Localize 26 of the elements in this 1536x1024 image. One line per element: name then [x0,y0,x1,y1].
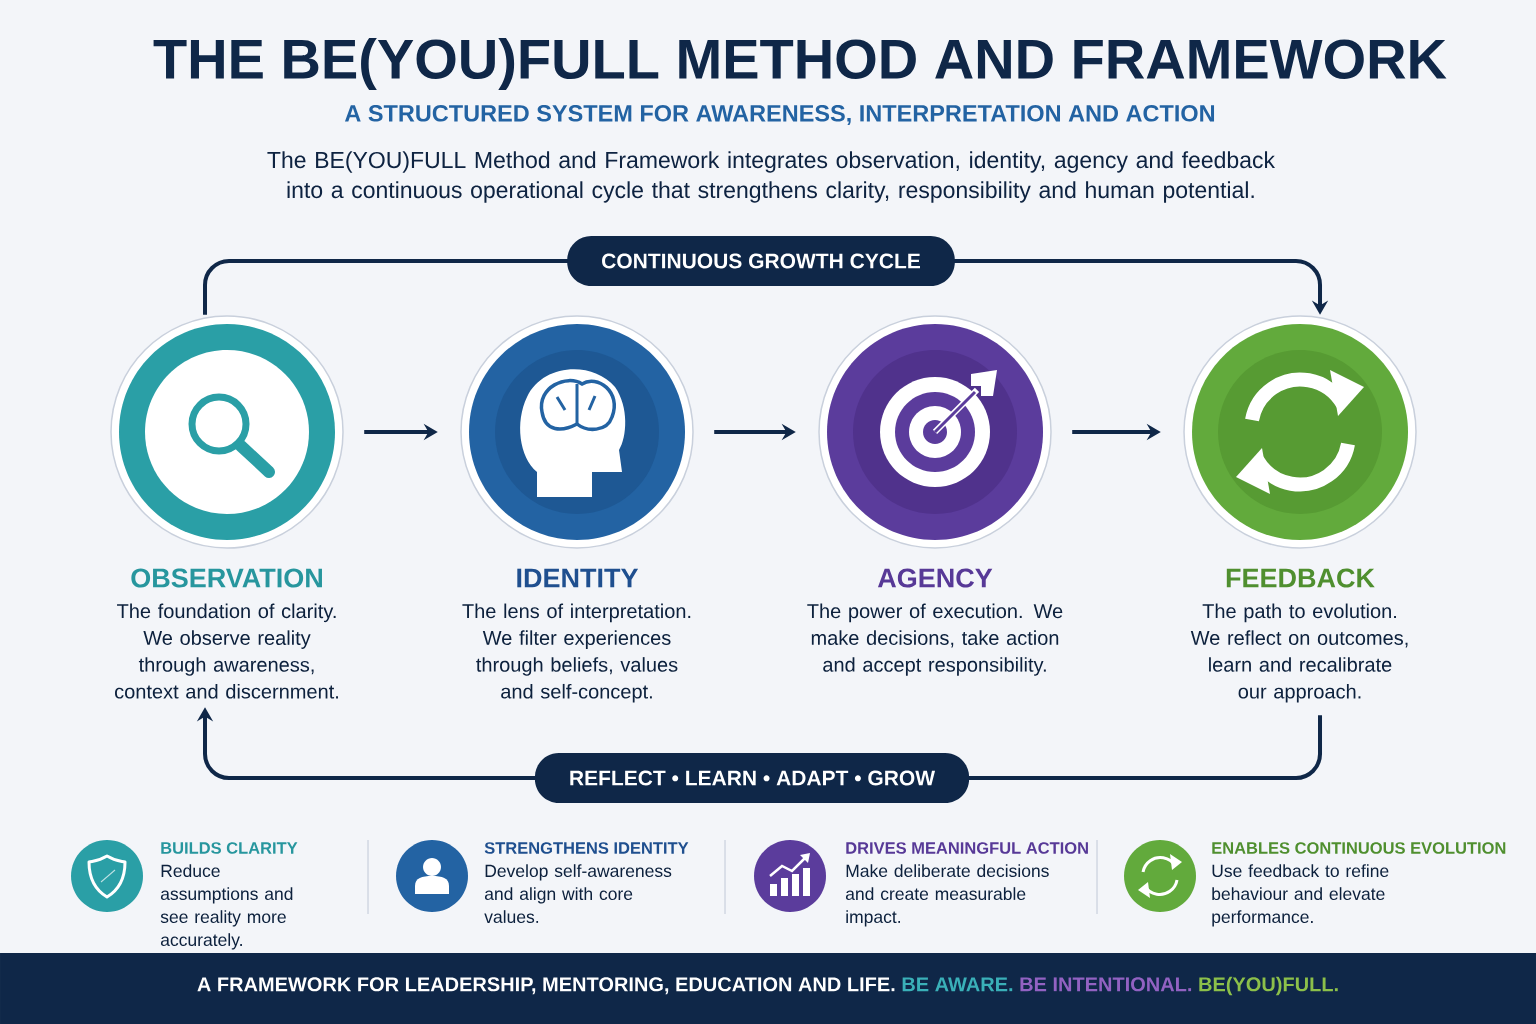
step-heading: OBSERVATION [131,568,322,588]
benefit-description: Develop self-awareness and align with core values. [484,864,672,924]
benefit-heading: DRIVES MEANINGFUL ACTION [846,842,1088,854]
benefit-description: Use feedback to refine behaviour and elevate performance. [1212,864,1389,927]
label: BE AWARE. [902,977,1013,992]
footer-tagline: A FRAMEWORK FOR LEADERSHIP, MENTORING, EDUCATION AND LIFE. BE AWARE. BE INTENTIONAL. BE(YOU)FULL. [197,976,1338,996]
title: THE BE(YOU)FULL METHOD AND FRAMEWORK [153,37,1447,91]
label: BE(YOU)FULL. [1199,976,1338,996]
edge-label: REFLECT • LEARN • ADAPT • GROW [534,753,970,803]
benefit-heading: ENABLES CONTINUOUS EVOLUTION [1212,842,1506,854]
edge-label: CONTINUOUS GROWTH CYCLE [567,236,955,286]
subtitle: A STRUCTURED SYSTEM FOR AWARENESS, INTERPRETATION AND ACTION [344,105,1214,125]
step-heading: FEEDBACK [1226,568,1375,588]
benefit-heading: STRENGTHENS IDENTITY [484,842,689,854]
benefit-heading: BUILDS CLARITY [161,842,298,854]
label: BE INTENTIONAL. [1020,977,1192,992]
step-description: The path to evolution. We reflect on outcomes, learn and recalibrate our approach. [1190,603,1408,703]
intro-text: The BE(YOU)FULL Method and Framework integrates observation, identity, agency and feedback into a continuous operational cycle that strengthens clarity, responsibility and human potential. [267,151,1275,203]
step-description: The foundation of clarity. We observe reality through awareness, context and discernment. [115,603,338,699]
benefit-description: Reduce assumptions and see reality more accurately. [160,864,293,950]
step-description: The power of execution. We make decisions, take action and accept responsibility. [807,603,1063,676]
label: A FRAMEWORK FOR LEADERSHIP, MENTORING, EDUCATION AND LIFE. [197,977,895,995]
step-heading: IDENTITY [517,568,639,588]
benefit-description: Make deliberate decisions and create measurable impact. [845,864,1049,927]
step-heading: AGENCY [877,568,993,588]
step-description: The lens of interpretation. We filter experiences through beliefs, values and self-concept. [462,603,691,703]
